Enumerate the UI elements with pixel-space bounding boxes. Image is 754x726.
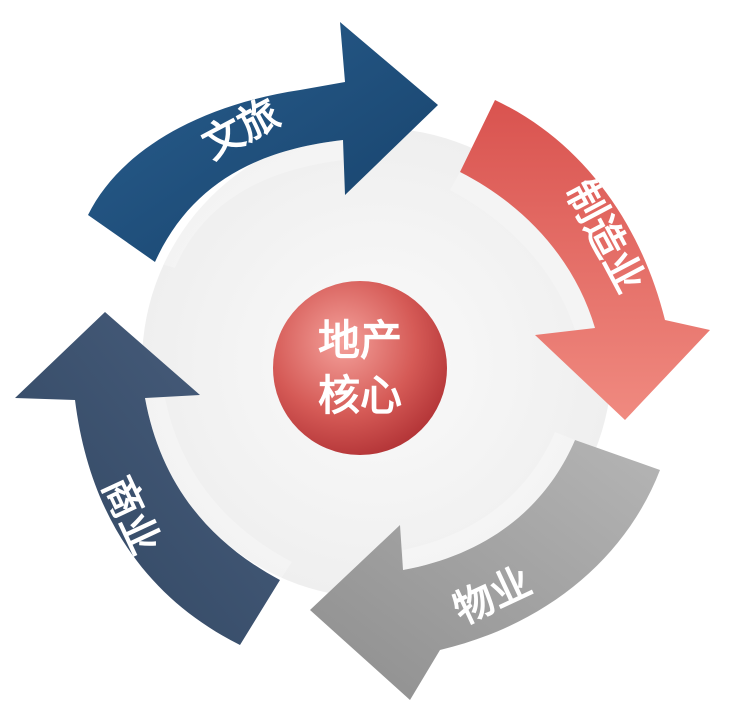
- arrow-wenlv-inner-band: [155, 140, 343, 268]
- core-node: 地产 核心: [273, 281, 447, 455]
- arrow-zhizao-shape: [460, 100, 710, 420]
- core-label-line2: 核心: [318, 371, 402, 420]
- arrow-zhizao-inner-band: [450, 172, 595, 330]
- core-circle: [273, 281, 447, 455]
- core-label-line1: 地产: [318, 316, 402, 365]
- arrow-zhizao: 制造业: [450, 100, 710, 420]
- arrow-wuye-inner-band: [403, 432, 575, 570]
- arrow-wuye: 物业: [310, 432, 660, 700]
- arrow-shangye-shape: [15, 312, 280, 645]
- arrow-shangye-inner-band: [145, 398, 292, 580]
- arrow-shangye: 商业: [15, 312, 292, 645]
- arrow-wenlv-shape: [88, 22, 438, 262]
- arrow-wenlv: 文旅: [88, 22, 438, 268]
- arrow-wuye-shape: [310, 440, 660, 700]
